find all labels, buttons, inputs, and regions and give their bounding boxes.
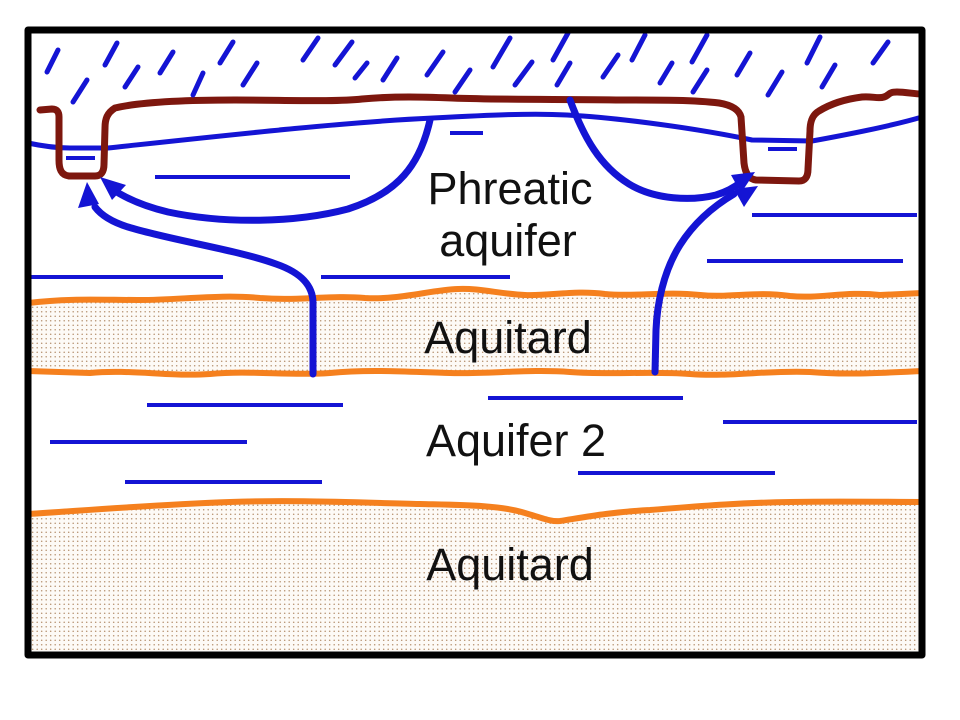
arrowhead-shallow-left: [100, 177, 126, 200]
label-aquifer-2: Aquifer 2: [426, 415, 606, 466]
rain-stroke: [44, 47, 61, 75]
vector-layer: [24, 26, 926, 659]
rain-stroke: [550, 30, 571, 63]
rain-stroke: [70, 77, 90, 105]
flow-line-deep-left: [91, 203, 317, 378]
flow-line-shallow-right: [566, 96, 745, 202]
rain-stroke: [819, 62, 838, 90]
rain-stroke: [870, 39, 891, 66]
label-aquitard-lower: Aquitard: [426, 539, 594, 590]
rain-stroke: [352, 60, 370, 81]
rain-stroke: [217, 39, 236, 66]
aquitard-lower-top-contact: [25, 498, 925, 525]
arrowhead-deep-left: [78, 182, 99, 208]
rain-stroke: [600, 52, 621, 80]
rain-stroke: [689, 32, 710, 65]
rain-stroke: [804, 34, 823, 66]
label-phreatic-aquifer-line2: aquifer: [439, 215, 577, 266]
rain-stroke: [657, 60, 675, 86]
ground-surface-line: [36, 88, 926, 185]
frame-border: [24, 26, 926, 659]
flow-line-deep-right: [651, 190, 738, 376]
aquitard-upper-band: [28, 288, 922, 375]
rain-stroke: [332, 39, 355, 68]
rain-stroke: [424, 49, 446, 78]
aquitard-lower-band: [28, 501, 922, 651]
label-aquitard-upper: Aquitard: [424, 312, 592, 363]
rain-stroke: [490, 35, 513, 70]
rain-stroke: [765, 69, 785, 98]
arrowhead-shallow-right: [731, 172, 755, 193]
rain-stroke: [512, 59, 535, 88]
rain-stroke: [554, 60, 573, 88]
rain-stroke: [380, 55, 400, 83]
rain-stroke: [629, 32, 648, 63]
rain-stroke: [122, 64, 141, 90]
label-phreatic-aquifer-line1: Phreatic: [427, 163, 592, 214]
rain-stroke: [452, 67, 473, 95]
rain-stroke: [240, 60, 260, 88]
rain-stroke: [734, 50, 753, 78]
aquitard-upper-top-contact: [25, 285, 925, 306]
arrowhead-deep-right: [734, 186, 758, 207]
rain-stroke: [300, 35, 321, 63]
rain-stroke: [102, 40, 120, 68]
aquitard-upper-bottom-contact: [25, 367, 925, 378]
flow-line-shallow-left: [108, 116, 434, 224]
rain-stroke: [157, 49, 176, 76]
rain-stroke: [690, 67, 710, 95]
rain-stroke: [190, 70, 206, 98]
